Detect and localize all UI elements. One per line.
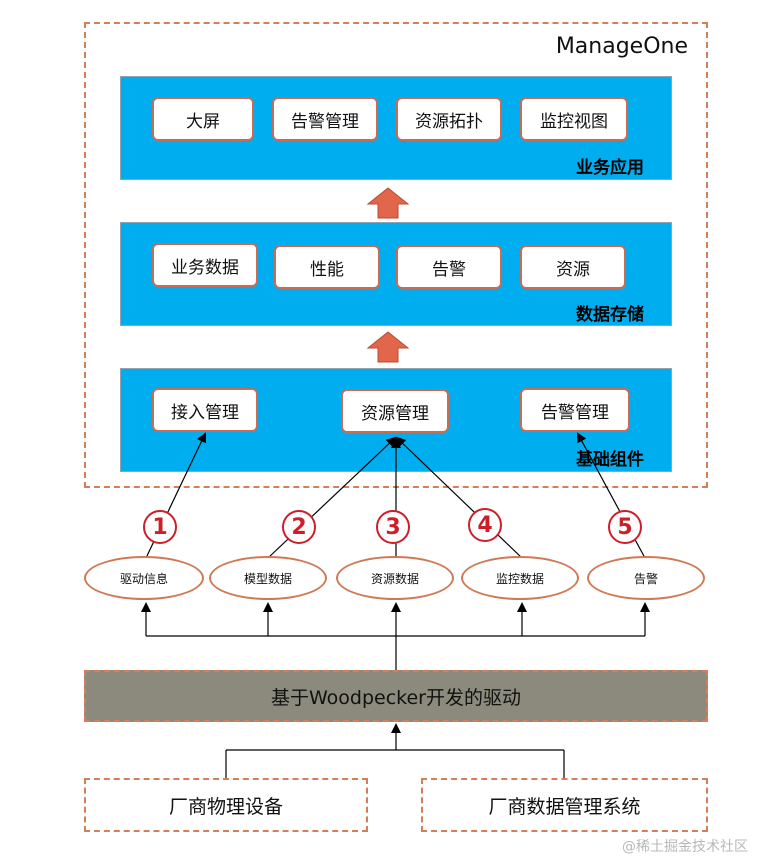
layer-label-app: 业务应用 [576,158,644,178]
module-resource-topology: 资源拓扑 [396,97,502,141]
source-physical-devices: 厂商物理设备 [84,778,368,832]
data-ellipse-driver-info: 驱动信息 [84,556,204,600]
module-monitor-view: 监控视图 [520,97,628,141]
module-alarm-mgmt-app: 告警管理 [272,97,378,141]
data-ellipse-monitor-data: 监控数据 [461,556,579,600]
data-ellipse-resource-data: 资源数据 [336,556,454,600]
module-resource-storage: 资源 [520,245,626,289]
module-resource-mgmt: 资源管理 [341,389,449,433]
module-alarm-mgmt-base: 告警管理 [520,388,630,432]
data-ellipse-alarm: 告警 [587,556,705,600]
module-performance: 性能 [274,245,380,289]
flow-number-2: 2 [282,510,316,544]
flow-number-4: 4 [468,508,502,542]
layer-label-base: 基础组件 [576,450,644,470]
module-big-screen: 大屏 [152,97,254,141]
diagram-title: ManageOne [555,34,688,59]
layer-up-arrow-2 [366,331,410,363]
flow-line-4 [395,436,523,559]
module-business-data: 业务数据 [152,243,258,287]
data-ellipse-model-data: 模型数据 [209,556,327,600]
layer-label-storage: 数据存储 [576,305,644,325]
module-alarm-storage: 告警 [396,245,502,289]
woodpecker-driver: 基于Woodpecker开发的驱动 [84,670,708,722]
module-access-mgmt: 接入管理 [152,388,258,432]
flow-number-5: 5 [608,510,642,544]
flow-number-1: 1 [143,510,177,544]
watermark: @稀土掘金技术社区 [622,839,748,855]
flow-number-3: 3 [376,510,410,544]
layer-up-arrow-1 [366,187,410,219]
source-data-mgmt-system: 厂商数据管理系统 [421,778,708,832]
